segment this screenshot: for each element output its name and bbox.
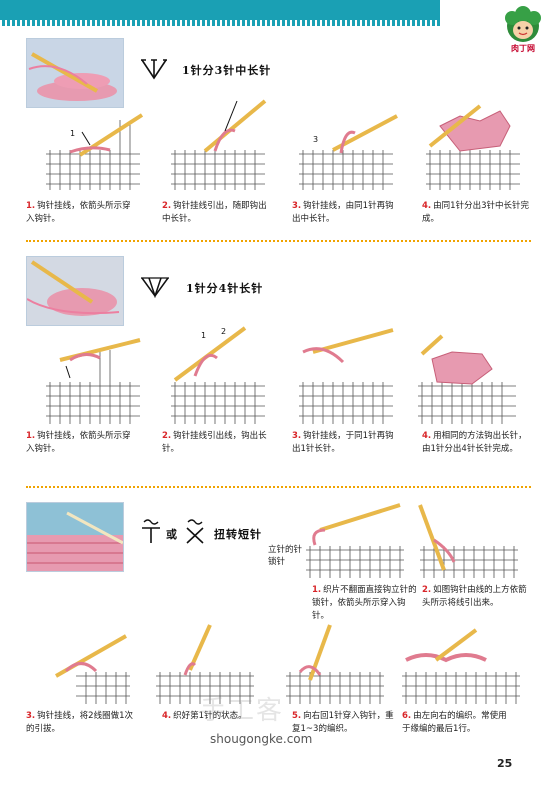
section3-photo xyxy=(26,502,124,572)
section1-step4-diagram xyxy=(426,104,520,190)
section3-step3-diagram xyxy=(55,634,130,704)
svg-text:2: 2 xyxy=(221,327,226,336)
divider-1 xyxy=(26,240,531,242)
section1-photo xyxy=(26,38,124,108)
svg-text:1: 1 xyxy=(70,129,75,138)
section2-step3-diagram xyxy=(299,328,394,424)
svg-text:3: 3 xyxy=(313,135,318,144)
section2-step2-caption: 2.钩针挂线引出线，钩出长针。 xyxy=(162,431,267,454)
section3-step1-diagram xyxy=(306,503,404,578)
section1-step4-caption: 4.由同1针分出3针中长针完成。 xyxy=(422,201,529,224)
section3-step5-diagram xyxy=(286,624,384,704)
section2-step2-diagram: 1 2 xyxy=(171,326,265,424)
section2-step3-caption: 3.钩针挂线，于同1针再钩出1针长针。 xyxy=(292,431,394,454)
section3-step1-caption: 1.织片不翻面直接钩立针的锁针，依箭头所示穿入钩针。 xyxy=(312,585,417,621)
header-bar xyxy=(0,0,440,20)
logo-text: 肉丁网 xyxy=(511,44,535,53)
section1-step2-caption: 2.钩针挂线引出，随即钩出中长针。 xyxy=(162,201,267,224)
twisted-sc-symbol-icon xyxy=(142,519,160,543)
chain-label: 立针的针锁针 xyxy=(268,545,303,567)
section3-step6-caption: 6.由左向右的编织。常使用于缘编的最后1行。 xyxy=(402,711,507,734)
section2-step4-caption: 4.用相同的方法钩出长针，由1针分出4针长针完成。 xyxy=(422,431,527,454)
divider-2 xyxy=(26,486,531,488)
section2-photo xyxy=(26,256,124,326)
section2-step1-diagram xyxy=(46,338,141,424)
twisted-x-symbol-icon xyxy=(186,519,204,544)
section3-step2-caption: 2.如图钩针由线的上方依箭头所示将线引出来。 xyxy=(422,585,527,608)
section2-step1-caption: 1.钩针挂线，依箭头所示穿入钩针。 xyxy=(26,431,131,454)
section3-step3-caption: 3.钩针挂线，将2线圈做1次的引拔。 xyxy=(26,711,133,734)
section1-step3-caption: 3.钩针挂线，由同1针再钩出中长针。 xyxy=(292,201,394,224)
section1-step1-caption: 1.钩针挂线，依箭头所示穿入钩针。 xyxy=(26,201,131,224)
section1-step2-diagram xyxy=(171,99,267,190)
watermark: 手工客 xyxy=(200,696,285,726)
watermark-url: shougongke.com xyxy=(210,732,313,746)
section3-or: 或 xyxy=(166,528,178,541)
section2-step4-diagram xyxy=(418,334,516,424)
section1-step1-diagram: 1 xyxy=(46,113,144,190)
page-number: 25 xyxy=(497,757,513,770)
section1-step3-diagram: 3 xyxy=(299,114,398,190)
section3-step2-diagram xyxy=(418,504,518,578)
svg-text:1: 1 xyxy=(201,331,206,340)
section1-title: 1针分3针中长针 xyxy=(182,64,272,77)
header-ticks xyxy=(0,20,440,26)
section2-title: 1针分4针长针 xyxy=(186,282,264,295)
section3-title: 扭转短针 xyxy=(214,528,262,541)
section3-step6-diagram xyxy=(402,628,520,704)
four-double-symbol-icon xyxy=(141,277,169,298)
section3-step4-diagram xyxy=(156,624,254,704)
three-half-double-symbol-icon xyxy=(141,59,167,80)
logo-mascot-icon xyxy=(505,6,541,42)
section3-step5-caption: 5.向右回1针穿入钩针，重复1~3的编织。 xyxy=(292,711,394,734)
section3-step4-caption: 4.织好第1针的状态。 xyxy=(162,711,247,721)
